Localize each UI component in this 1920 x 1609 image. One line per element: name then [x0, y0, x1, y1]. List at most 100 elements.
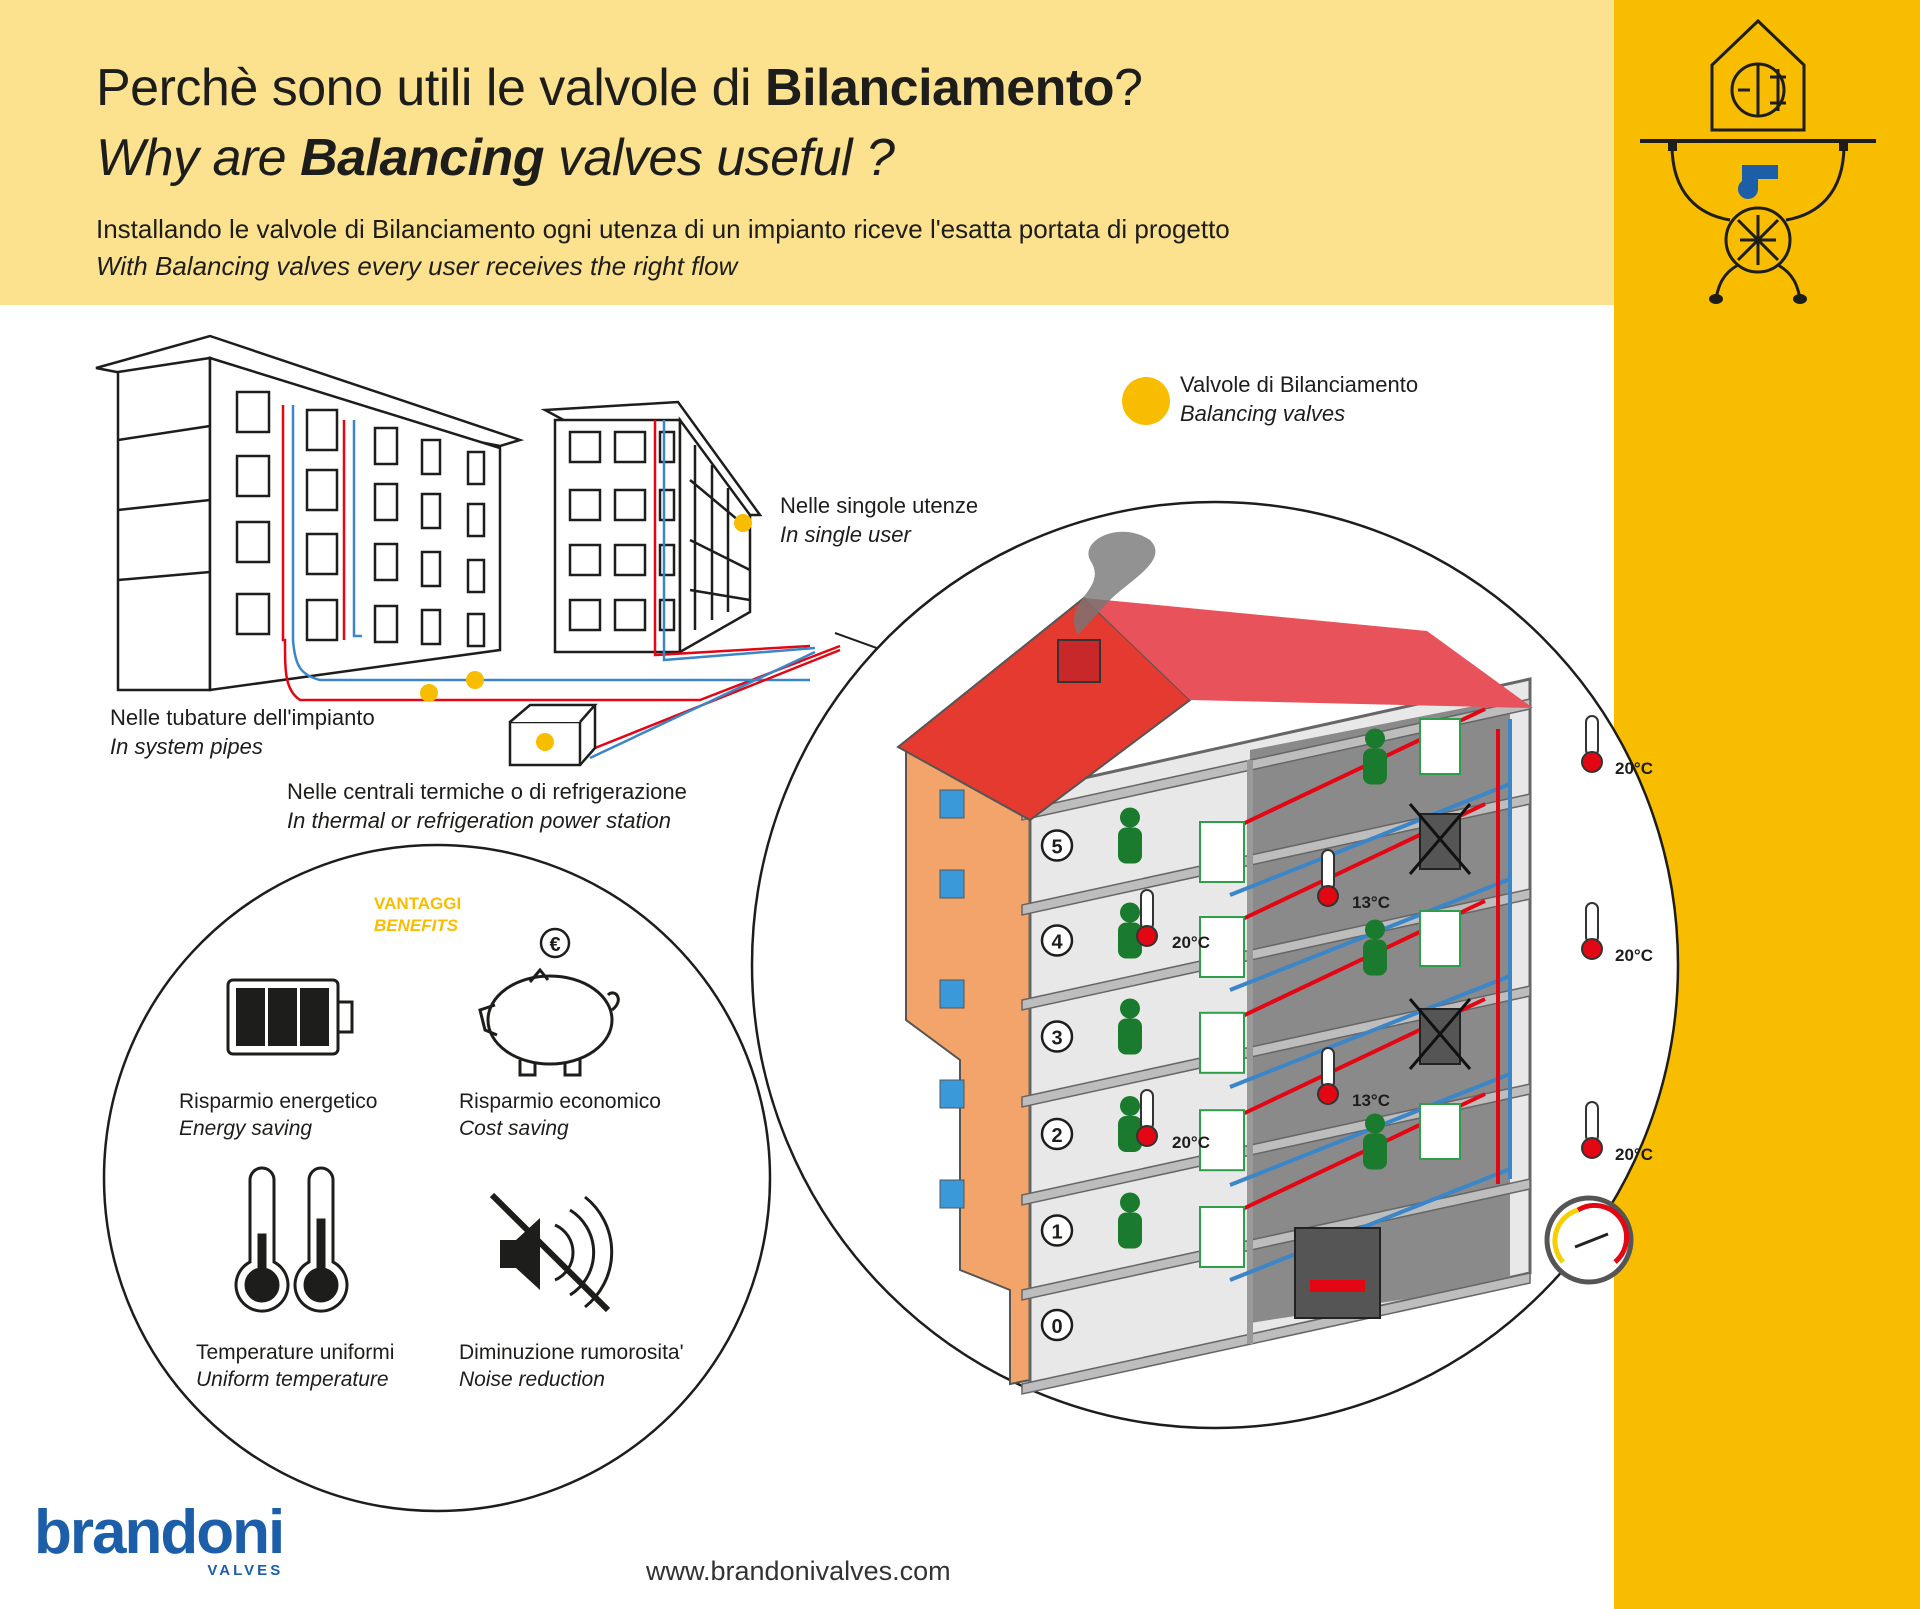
person-icon — [1365, 728, 1385, 749]
inside-temp-cold: 13°C — [1352, 1091, 1390, 1110]
thermometer-icon — [1140, 1089, 1154, 1131]
brand-name: brandoni — [34, 1498, 285, 1567]
outside-temp: 20°C — [1615, 759, 1653, 778]
header-band — [0, 0, 1614, 305]
thermometer-icon-bulb — [1581, 1137, 1603, 1159]
window — [939, 1179, 965, 1209]
legend-valve-dot-icon — [1122, 377, 1170, 425]
windows — [235, 390, 751, 648]
smoke — [1074, 531, 1156, 635]
person-icon — [1365, 1113, 1385, 1134]
thermometer-icon-bulb — [1136, 925, 1158, 947]
person-body — [1363, 939, 1387, 976]
thermometer-icon — [1321, 849, 1335, 891]
person-body — [1118, 922, 1142, 959]
side-band — [1614, 0, 1920, 1609]
buildings-illustration — [95, 334, 841, 767]
fan-coil-icon — [1199, 1206, 1245, 1268]
floor-number: 4 — [1051, 932, 1063, 954]
location-power-station: Nelle centrali termiche o di refrigerazi… — [287, 779, 687, 833]
fan-coil-icon — [1419, 718, 1461, 775]
boiler — [1294, 1227, 1381, 1319]
person-body — [1118, 1212, 1142, 1249]
mascot-logo-icon — [1640, 18, 1876, 304]
floor-number: 3 — [1051, 1028, 1062, 1050]
piggy-bank-icon — [478, 967, 620, 1077]
boiler-burner — [1310, 1280, 1365, 1292]
gauge-needle — [1574, 1232, 1609, 1249]
person-icon — [1120, 998, 1140, 1019]
title-english: Why are Balancing valves useful ? — [96, 129, 895, 187]
inside-temp-warm: 20°C — [1172, 1133, 1210, 1152]
cold-pipe — [1229, 782, 1511, 897]
thermometer-icon — [1585, 1101, 1599, 1143]
cold-pipe — [1229, 1167, 1511, 1282]
floor-number-badge — [1040, 1117, 1074, 1151]
floor-number-badge — [1040, 1214, 1074, 1247]
person-body — [1118, 1018, 1142, 1055]
thermometer-icon — [1585, 902, 1599, 944]
floor-slab — [1021, 1083, 1531, 1206]
outside-temp: 20°C — [1615, 946, 1653, 965]
off-cross-icon — [1408, 803, 1472, 875]
floor-number-badge — [1040, 924, 1074, 957]
gauge-scale — [1576, 1202, 1630, 1264]
benefit-noise-reduction: Diminuzione rumorosita'Noise reduction — [459, 1341, 684, 1391]
subtitle-italian: Installando le valvole di Bilanciamento … — [96, 214, 1230, 244]
thermometer-icon — [1140, 889, 1154, 931]
muted-speaker-icon — [489, 1192, 614, 1313]
benefits-circle — [102, 843, 772, 1513]
thermometer-icon-bulb — [1136, 1125, 1158, 1147]
fan-coil-icon — [1419, 910, 1461, 967]
window — [939, 869, 965, 899]
chimney — [1057, 639, 1101, 683]
thermometer-icon — [1585, 715, 1599, 757]
off-cross-icon — [1408, 998, 1472, 1070]
euro-symbol: € — [549, 934, 560, 956]
inside-temp-warm: 20°C — [1172, 933, 1210, 952]
website-link[interactable]: www.brandonivalves.com — [646, 1556, 951, 1586]
person-icon — [1120, 807, 1140, 828]
fan-coil-icon — [1419, 1103, 1461, 1160]
floor-slab — [1021, 1178, 1531, 1301]
battery-icon — [226, 978, 354, 1056]
brand-logo: brandoni VALVES — [34, 1498, 285, 1580]
floor-number: 2 — [1051, 1125, 1062, 1147]
floor-slab — [1021, 888, 1531, 1011]
person-icon — [1120, 1192, 1140, 1213]
thermometer-icon-bulb — [1317, 1083, 1339, 1105]
person-body — [1363, 1133, 1387, 1170]
window — [939, 1079, 965, 1109]
floor-number: 5 — [1051, 837, 1062, 859]
thermometer-icon-bulb — [1317, 885, 1339, 907]
fan-coil-icon — [1199, 1011, 1245, 1074]
floor-number-badge — [1040, 1020, 1074, 1053]
fan-coil-icon — [1199, 916, 1245, 978]
floor-slab — [1021, 985, 1531, 1108]
title-italian: Perchè sono utili le valvole di Bilancia… — [96, 59, 1143, 117]
person-body — [1118, 827, 1142, 864]
subtitle-english: With Balancing valves every user receive… — [96, 251, 738, 281]
window — [939, 979, 965, 1009]
person-body — [1118, 1116, 1142, 1152]
thermometer-icon-bulb — [1581, 938, 1603, 960]
euro-coin-icon: € — [539, 927, 571, 959]
person-body — [1363, 748, 1387, 785]
outside-temp: 20°C — [1615, 1145, 1653, 1164]
window — [939, 789, 965, 819]
floor-number-badge — [1040, 1308, 1074, 1342]
inside-temp-cold: 13°C — [1352, 893, 1390, 912]
thermometer-icon-bulb — [1581, 751, 1603, 773]
person-icon — [1120, 1096, 1140, 1116]
floor-number-badge — [1040, 829, 1074, 862]
fan-coil-icon — [1199, 1109, 1245, 1172]
